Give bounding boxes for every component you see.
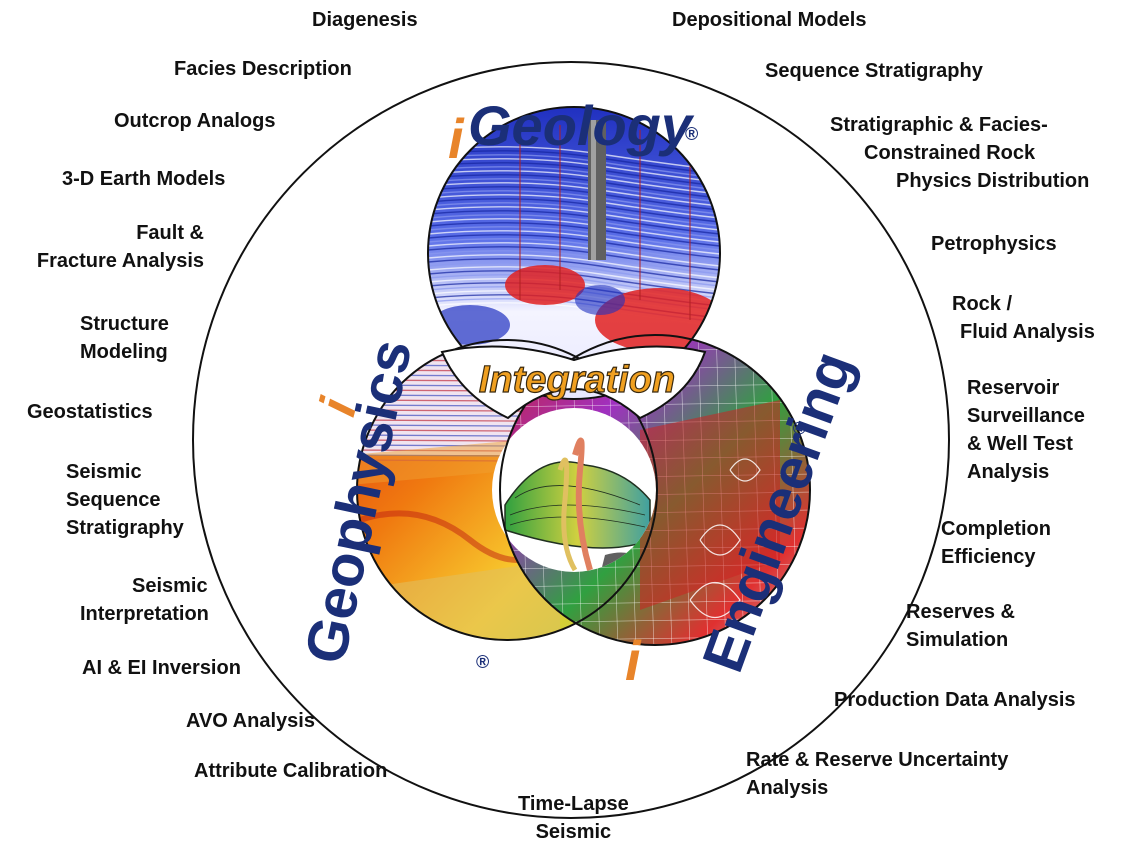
label-3d-earth-models: 3-D Earth Models: [62, 168, 226, 190]
iengineering-prefix: i: [625, 629, 642, 692]
label-stratigraphic-facies-rock-physics: Stratigraphic & Facies- Constrained Rock…: [830, 114, 1090, 192]
igeophysics-registered-mark: ®: [476, 652, 489, 672]
igeology-brand: i Geology ®: [448, 94, 698, 170]
igeology-registered-mark: ®: [685, 124, 698, 144]
seismic-layer: [428, 254, 720, 279]
label-reserves-simulation: Reserves &Simulation: [906, 601, 1015, 651]
label-sequence-stratigraphy: Sequence Stratigraphy: [765, 60, 983, 82]
igeology-name: Geology: [468, 94, 695, 157]
label-diagenesis: Diagenesis: [312, 9, 418, 31]
integration-label: Integration: [479, 359, 675, 401]
label-depositional-models: Depositional Models: [672, 9, 867, 31]
label-rock-fluid-analysis: Rock /Fluid Analysis: [952, 293, 1095, 343]
seismic-layer: [428, 270, 720, 295]
label-geostatistics: Geostatistics: [27, 401, 153, 423]
seismic-layer: [428, 266, 720, 291]
label-avo-analysis: AVO Analysis: [186, 710, 315, 732]
label-petrophysics: Petrophysics: [931, 233, 1057, 255]
label-fault-fracture-analysis: Fault &Fracture Analysis: [36, 222, 204, 272]
iengineering-registered-mark: ®: [788, 418, 811, 437]
label-attribute-calibration: Attribute Calibration: [194, 760, 388, 782]
center-model: [492, 408, 656, 572]
label-ai-ei-inversion: AI & EI Inversion: [82, 657, 241, 679]
label-outcrop-analogs: Outcrop Analogs: [114, 110, 276, 132]
label-facies-description: Facies Description: [174, 58, 352, 80]
outer-circle: [192, 61, 950, 819]
integration-lens: [440, 345, 707, 420]
geophysics-circle: [356, 339, 658, 641]
engineering-circle: [499, 334, 811, 646]
geology-circle: [427, 106, 721, 400]
igeology-prefix: i: [448, 107, 465, 170]
seismic-layer: [428, 262, 720, 287]
label-production-data-analysis: Production Data Analysis: [834, 689, 1076, 711]
seismic-layer: [428, 258, 720, 283]
